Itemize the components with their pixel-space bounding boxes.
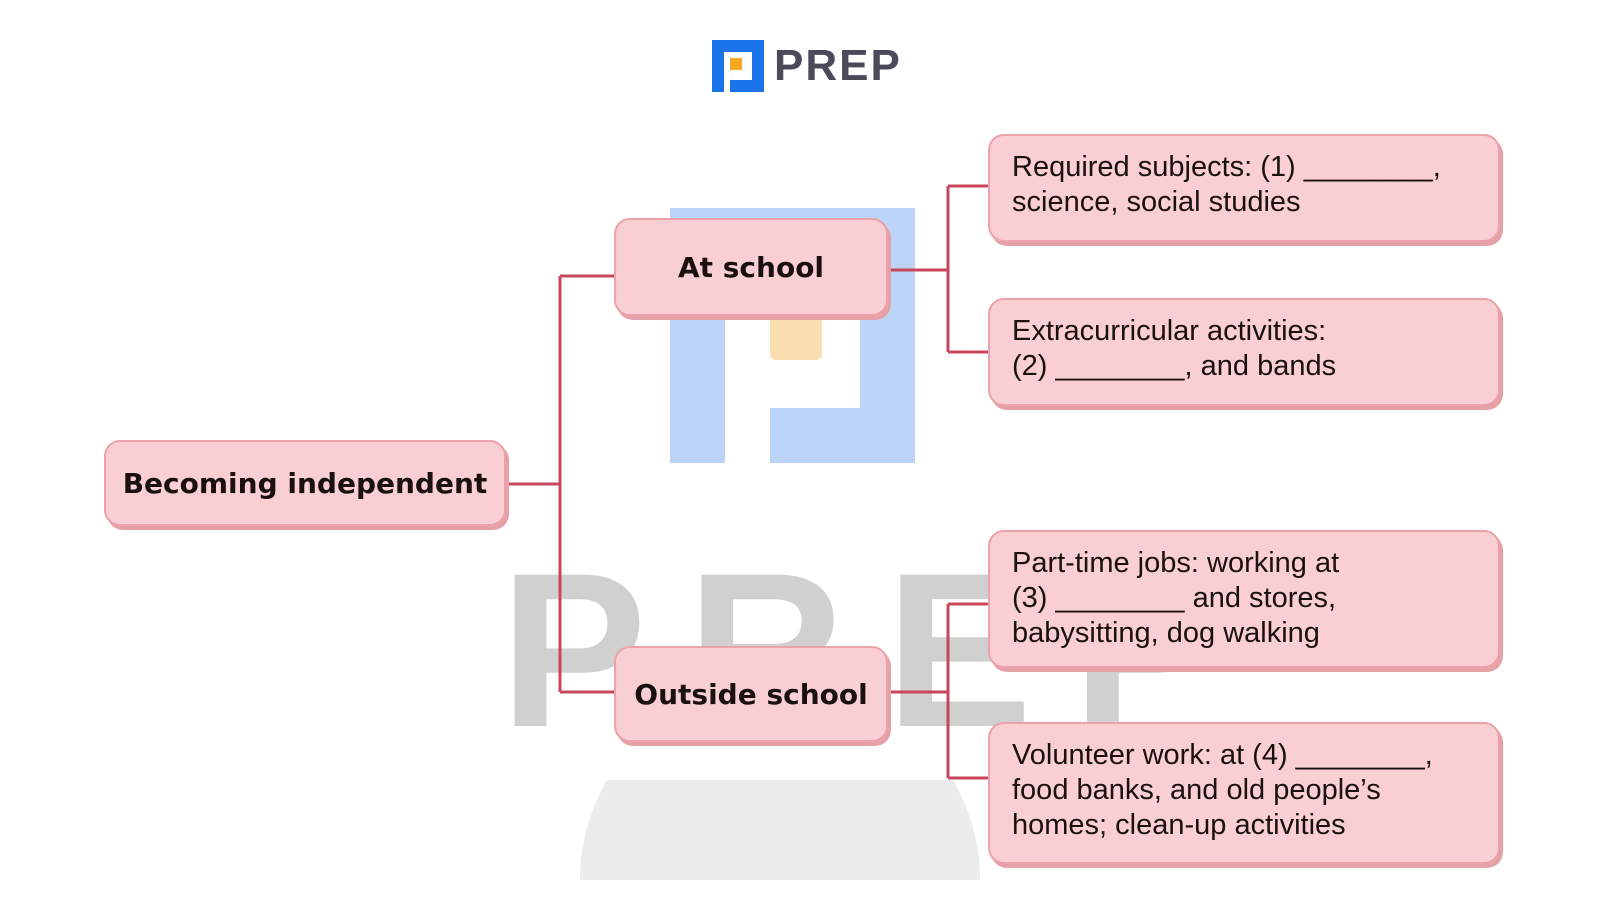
logo-text: PREP <box>774 41 902 90</box>
leaf-line: Required subjects: (1) ________, <box>1012 151 1441 183</box>
leaf-line: homes; clean-up activities <box>1012 809 1346 841</box>
leaf-line: Volunteer work: at (4) ________, <box>1012 739 1433 771</box>
prep-logo: PREP <box>712 38 902 94</box>
branch-node-outside-school: Outside school <box>614 646 888 742</box>
leaf-line: (3) ________ and stores, <box>1012 582 1337 614</box>
leaf-line: babysitting, dog walking <box>1012 617 1320 649</box>
branch-node-at-school: At school <box>614 218 888 316</box>
leaf-line: (2) ________, and bands <box>1012 350 1337 382</box>
leaf-node-required-subjects: Required subjects: (1) ________, science… <box>988 134 1500 242</box>
leaf-node-extracurricular: Extracurricular activities: (2) ________… <box>988 298 1500 406</box>
prep-logo-icon <box>712 40 764 92</box>
leaf-node-part-time-jobs: Part-time jobs: working at (3) ________ … <box>988 530 1500 668</box>
leaf-line: Extracurricular activities: <box>1012 315 1327 347</box>
leaf-node-volunteer-work: Volunteer work: at (4) ________, food ba… <box>988 722 1500 864</box>
branch-label: Outside school <box>634 677 868 711</box>
root-node: Becoming independent <box>104 440 506 526</box>
branch-label: At school <box>677 250 825 284</box>
leaf-line: Part-time jobs: working at <box>1012 547 1340 579</box>
root-label: Becoming independent <box>122 466 488 500</box>
leaf-line: science, social studies <box>1012 186 1301 218</box>
leaf-line: food banks, and old people’s <box>1012 774 1381 806</box>
watermark-arc <box>580 780 980 880</box>
